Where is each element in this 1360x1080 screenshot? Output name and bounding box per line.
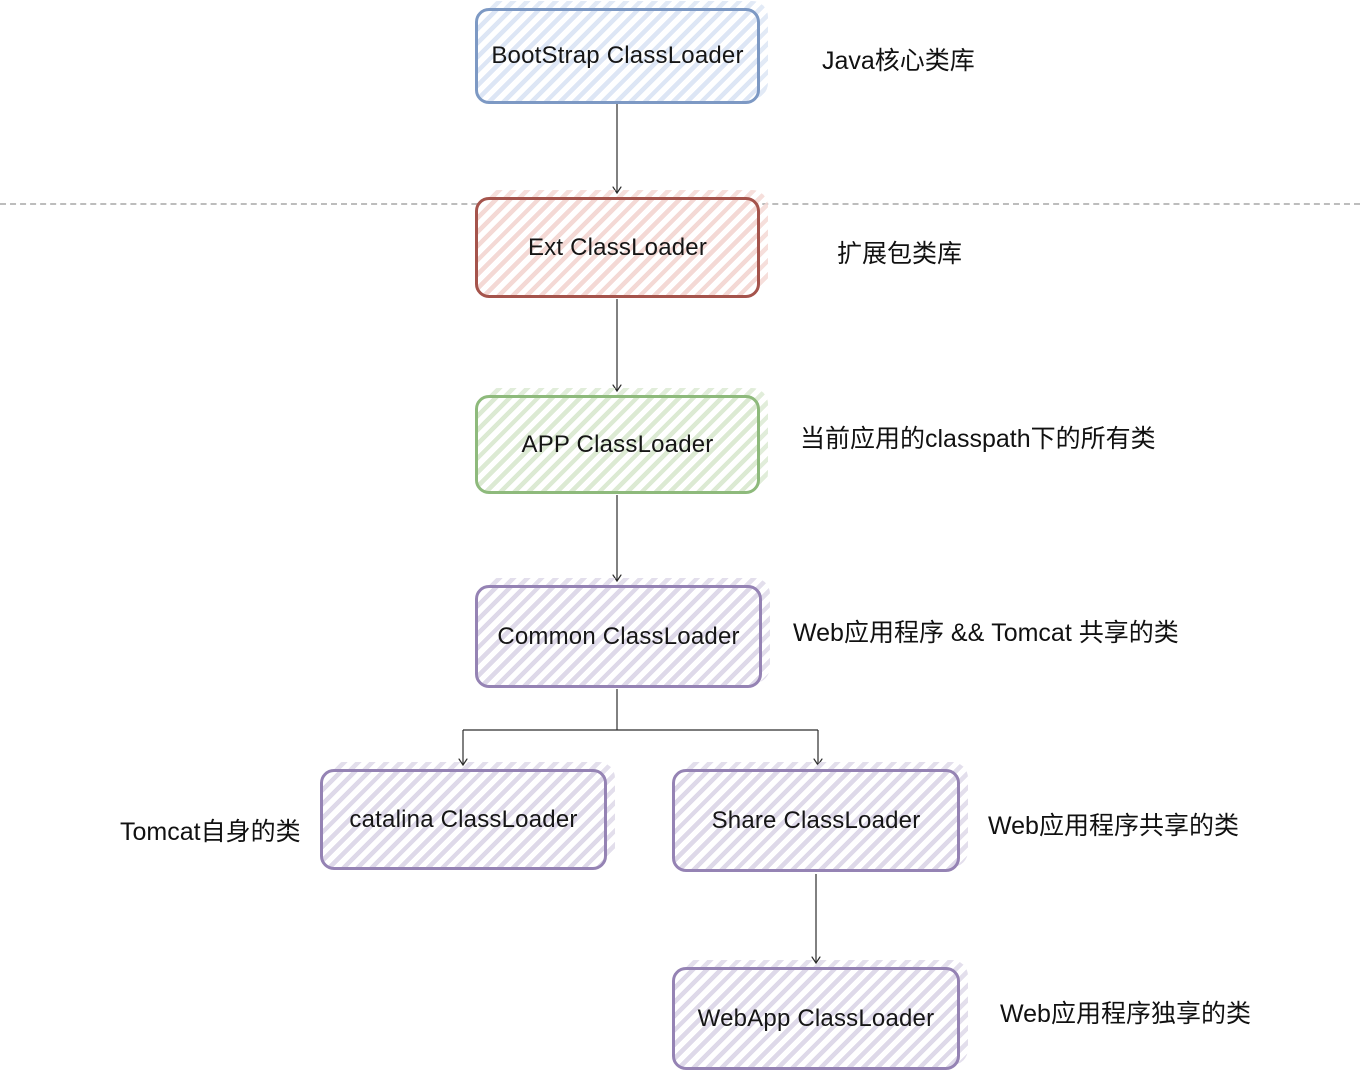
annotation-common-shared: Web应用程序 && Tomcat 共享的类 (793, 619, 1179, 647)
node-box: Share ClassLoader (672, 769, 960, 872)
annotation-tomcat-own: Tomcat自身的类 (120, 818, 301, 846)
node-box: catalina ClassLoader (320, 769, 607, 870)
node-label: Common ClassLoader (497, 622, 740, 650)
node-catalina-classloader: catalina ClassLoader (320, 762, 615, 870)
node-box: Common ClassLoader (475, 585, 762, 688)
node-label: BootStrap ClassLoader (491, 42, 744, 69)
node-app-classloader: APP ClassLoader (475, 388, 768, 494)
node-webapp-classloader: WebApp ClassLoader (672, 960, 968, 1070)
node-bootstrap-classloader: BootStrap ClassLoader (475, 1, 768, 104)
annotation-webapp-shared: Web应用程序共享的类 (988, 812, 1239, 840)
node-label: Ext ClassLoader (527, 233, 708, 261)
node-share-classloader: Share ClassLoader (672, 762, 968, 872)
node-label: APP ClassLoader (521, 430, 714, 458)
node-common-classloader: Common ClassLoader (475, 578, 770, 688)
node-label: WebApp ClassLoader (697, 1004, 935, 1032)
annotation-webapp-exclusive: Web应用程序独享的类 (1000, 1000, 1251, 1028)
node-box: BootStrap ClassLoader (475, 8, 760, 104)
node-box: Ext ClassLoader (475, 197, 760, 298)
annotation-app-classpath: 当前应用的classpath下的所有类 (800, 425, 1156, 453)
annotation-java-core-libs: Java核心类库 (822, 47, 975, 75)
node-label: Share ClassLoader (711, 806, 921, 834)
node-box: WebApp ClassLoader (672, 967, 960, 1070)
node-box: APP ClassLoader (475, 395, 760, 494)
node-label: catalina ClassLoader (349, 805, 578, 833)
annotation-ext-libs: 扩展包类库 (837, 240, 963, 268)
node-ext-classloader: Ext ClassLoader (475, 190, 768, 298)
